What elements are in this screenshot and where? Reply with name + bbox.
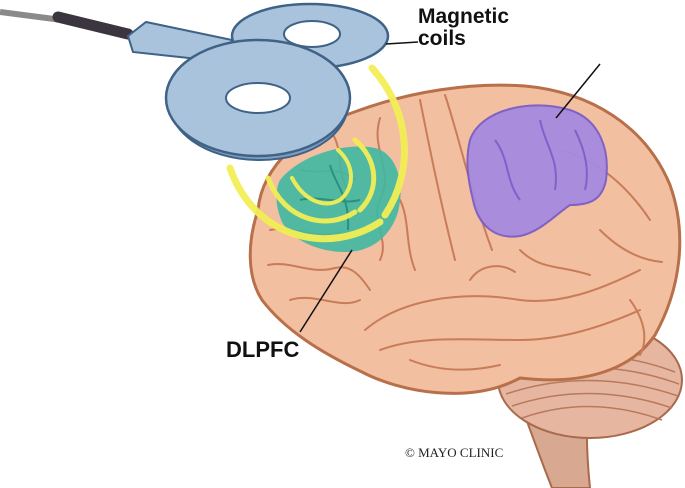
purple-region-leader-line xyxy=(555,63,601,119)
dlpfc-region-gyri xyxy=(299,164,361,231)
magnetic-coils-leader-line xyxy=(385,41,419,45)
purple-region-gyri xyxy=(494,119,588,201)
dlpfc-leader-line xyxy=(299,249,353,333)
magnetic-coils-label: Magnetic coils xyxy=(418,5,510,51)
copyright-notice: © MAYO CLINIC xyxy=(405,445,504,460)
magnetic-coils-label-line1: Magnetic xyxy=(418,5,510,28)
magnetic-coil xyxy=(126,2,390,162)
magnetic-field-arcs xyxy=(226,64,408,243)
purple-region xyxy=(466,104,608,238)
magnetic-coils-label-line2: coils xyxy=(418,27,466,51)
dlpfc-label: DLPFC xyxy=(226,337,300,362)
coil-cable xyxy=(0,9,134,40)
